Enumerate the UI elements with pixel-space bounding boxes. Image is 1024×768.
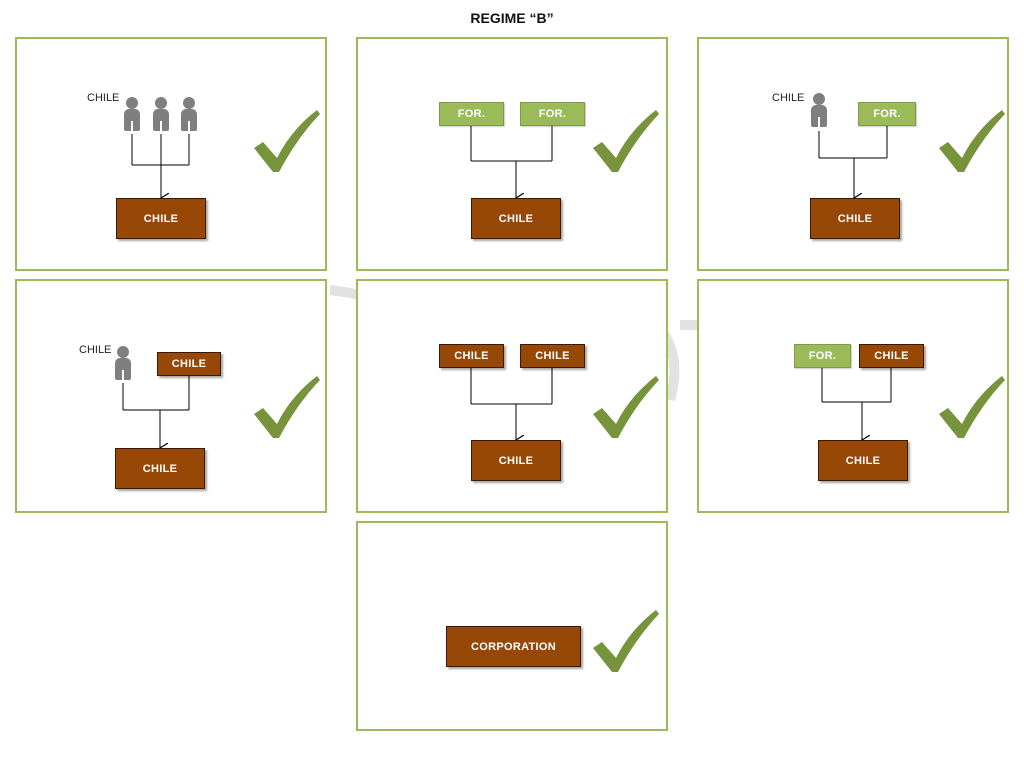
checkmark-icon xyxy=(254,110,320,172)
checkmark-icon xyxy=(593,110,659,172)
person-icon xyxy=(123,97,141,133)
company-box: CHILE xyxy=(818,440,908,481)
shareholder-box: CHILE xyxy=(520,344,585,368)
checkmark-icon xyxy=(593,376,659,438)
checkmark-icon xyxy=(939,376,1005,438)
shareholder-box: CHILE xyxy=(859,344,924,368)
shareholder-box: FOR. xyxy=(858,102,916,126)
person-label: CHILE xyxy=(87,92,120,104)
checkmark-icon xyxy=(939,110,1005,172)
company-box: CHILE xyxy=(115,448,205,489)
person-icon xyxy=(810,93,828,129)
company-box: CHILE xyxy=(810,198,900,239)
shareholder-box: CHILE xyxy=(157,352,221,376)
shareholder-box: FOR. xyxy=(439,102,504,126)
shareholder-box: FOR. xyxy=(520,102,585,126)
company-box: CHILE xyxy=(471,198,561,239)
page-title: REGIME “B” xyxy=(470,10,554,26)
checkmark-icon xyxy=(254,376,320,438)
checkmark-icon xyxy=(593,610,659,672)
corporation-box: CORPORATION xyxy=(446,626,581,667)
person-label: CHILE xyxy=(79,344,112,356)
shareholder-box: CHILE xyxy=(439,344,504,368)
person-icon xyxy=(114,346,132,382)
shareholder-box: FOR. xyxy=(794,344,851,368)
company-box: CHILE xyxy=(471,440,561,481)
person-icon xyxy=(180,97,198,133)
company-box: CHILE xyxy=(116,198,206,239)
person-icon xyxy=(152,97,170,133)
person-label: CHILE xyxy=(772,92,805,104)
